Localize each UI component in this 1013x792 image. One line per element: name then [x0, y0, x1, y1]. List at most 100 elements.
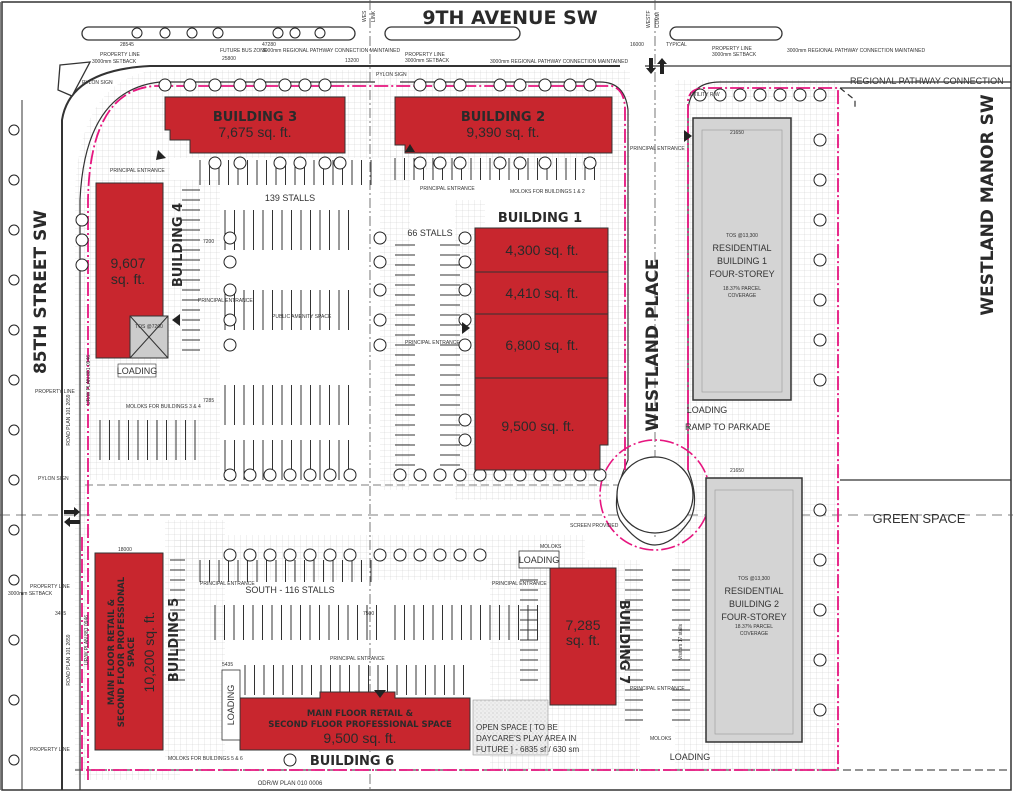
parking-middle-label: 66 STALLS — [407, 228, 452, 238]
loading-label: LOADING — [117, 366, 158, 376]
dimension: 16000 — [630, 42, 644, 48]
dimension: 28545 — [120, 42, 134, 48]
tree-icon — [263, 548, 277, 562]
cul-de-sac-island — [616, 456, 694, 534]
street-west-link: WES — [362, 10, 368, 22]
regional-pathway-label: REGIONAL PATHWAY CONNECTION — [850, 76, 1004, 86]
tree-icon — [393, 548, 407, 562]
tree-icon — [433, 468, 447, 482]
setback-label: 3000mm SETBACK — [92, 59, 137, 65]
tree-icon — [223, 231, 237, 245]
arrow-down-icon — [646, 58, 656, 74]
tree-icon — [75, 258, 89, 272]
res2-tos: TOS @13,300 — [738, 576, 770, 582]
pylon-sign-label: PYLON SIGN — [38, 476, 69, 482]
tree-icon — [8, 224, 20, 236]
tree-icon — [289, 27, 301, 39]
street-westf-comm: COMM — [655, 12, 661, 28]
tree-icon — [413, 78, 427, 92]
green-space-label: GREEN SPACE — [873, 511, 966, 526]
tree-icon — [813, 373, 827, 387]
building-4-area-unit: sq. ft. — [111, 271, 145, 287]
tree-icon — [573, 468, 587, 482]
tree-icon — [159, 27, 171, 39]
tree-icon — [8, 474, 20, 486]
building-3[interactable]: BUILDING 3 7,675 sq. ft. — [164, 96, 346, 154]
pylon-sign-label: PYLON SIGN — [376, 72, 407, 78]
tree-icon — [8, 124, 20, 136]
tree-icon — [583, 78, 597, 92]
parking-visitors-label: Visitors 17 stalls — [678, 623, 684, 660]
tree-icon — [8, 634, 20, 646]
tree-icon — [473, 548, 487, 562]
building-6-use: SECOND FLOOR PROFESSIONAL SPACE — [268, 720, 452, 730]
tree-icon — [373, 255, 387, 269]
property-line-label: PROPERTY LINE — [100, 52, 140, 58]
tree-icon — [233, 78, 247, 92]
loading-areas: LOADING LOADING LOADING LOADING LOADING — [117, 363, 727, 762]
building-1-name: BUILDING 1 — [498, 211, 582, 226]
tree-icon — [813, 133, 827, 147]
principal-entrance-label: PRINCIPAL ENTRANCE — [630, 146, 685, 152]
tree-icon — [813, 88, 827, 102]
building-4[interactable]: TOS @7200 9,607 sq. ft. BUILDING 4 — [95, 182, 186, 359]
building-1-unit[interactable] — [474, 377, 609, 471]
building-2-name: BUILDING 2 — [461, 110, 545, 125]
building-1-unit[interactable] — [474, 313, 609, 379]
tree-icon — [813, 503, 827, 517]
tree-icon — [223, 313, 237, 327]
moloks-label: MOLOKS FOR BUILDINGS 1 & 2 — [510, 189, 585, 195]
tree-icon — [453, 468, 467, 482]
property-line — [81, 85, 839, 780]
tree-icon — [323, 548, 337, 562]
building-7-area-unit: sq. ft. — [566, 632, 600, 648]
tree-icon — [208, 78, 222, 92]
principal-entrance-label: PRINCIPAL ENTRANCE — [630, 686, 685, 692]
tree-icon — [373, 548, 387, 562]
building-4-area: 9,607 — [110, 255, 145, 271]
tree-icon — [433, 156, 447, 170]
tree-icon — [433, 548, 447, 562]
setback-label: 3000mm SETBACK — [712, 52, 757, 58]
tree-icon — [458, 283, 472, 297]
building-1[interactable]: BUILDING 1 4,300 sq. ft. 4,410 sq. ft. 6… — [474, 211, 609, 471]
tree-icon — [393, 468, 407, 482]
principal-entrance-label: PRINCIPAL ENTRANCE — [492, 581, 547, 587]
tree-icon — [513, 156, 527, 170]
building-4-tos: TOS @7200 — [135, 324, 163, 330]
tree-icon — [563, 78, 577, 92]
building-6[interactable]: MAIN FLOOR RETAIL & SECOND FLOOR PROFESS… — [239, 691, 471, 769]
tree-icon — [458, 231, 472, 245]
pylon-sign-label: PYLON SIGN — [82, 80, 113, 86]
utility-label: UTILITY R/W — [690, 92, 720, 98]
tree-icon — [212, 27, 224, 39]
tree-icon — [314, 27, 326, 39]
screen-label: SCREEN PROVIDED — [570, 523, 619, 529]
unit-area: 9,500 sq. ft. — [501, 418, 574, 434]
pathway-maintained-label: 3000mm REGIONAL PATHWAY CONNECTION MAINT… — [490, 59, 628, 65]
tree-icon — [533, 468, 547, 482]
tree-icon — [343, 548, 357, 562]
dimension: 18000 — [118, 547, 132, 553]
entrance-arrow-icon — [684, 130, 692, 142]
dimension: 25800 — [222, 56, 236, 62]
building-7[interactable]: 7,285 sq. ft. BUILDING 7 — [549, 567, 631, 706]
loading-label: LOADING — [519, 555, 560, 565]
dimension: 47280 — [262, 42, 276, 48]
tree-icon — [223, 338, 237, 352]
arrow-left-icon — [64, 517, 80, 527]
tree-icon — [583, 156, 597, 170]
entrance-arrow-icon — [156, 150, 166, 160]
road-plan-label: ROAD PLAN 101 2659 — [66, 394, 72, 445]
dimension: 21650 — [730, 468, 744, 474]
building-1-unit[interactable] — [474, 227, 609, 273]
tree-icon — [513, 78, 527, 92]
road-plan-label: ROAD PLAN 101 2659 — [66, 634, 72, 685]
building-2[interactable]: BUILDING 2 9,390 sq. ft. — [394, 96, 613, 154]
loading-label: LOADING — [670, 752, 711, 762]
tree-icon — [733, 88, 747, 102]
building-5[interactable]: MAIN FLOOR RETAIL & SECOND FLOOR PROFESS… — [94, 552, 182, 751]
tree-icon — [458, 433, 472, 447]
property-line-label: PROPERTY LINE — [30, 584, 70, 590]
tree-icon — [413, 468, 427, 482]
